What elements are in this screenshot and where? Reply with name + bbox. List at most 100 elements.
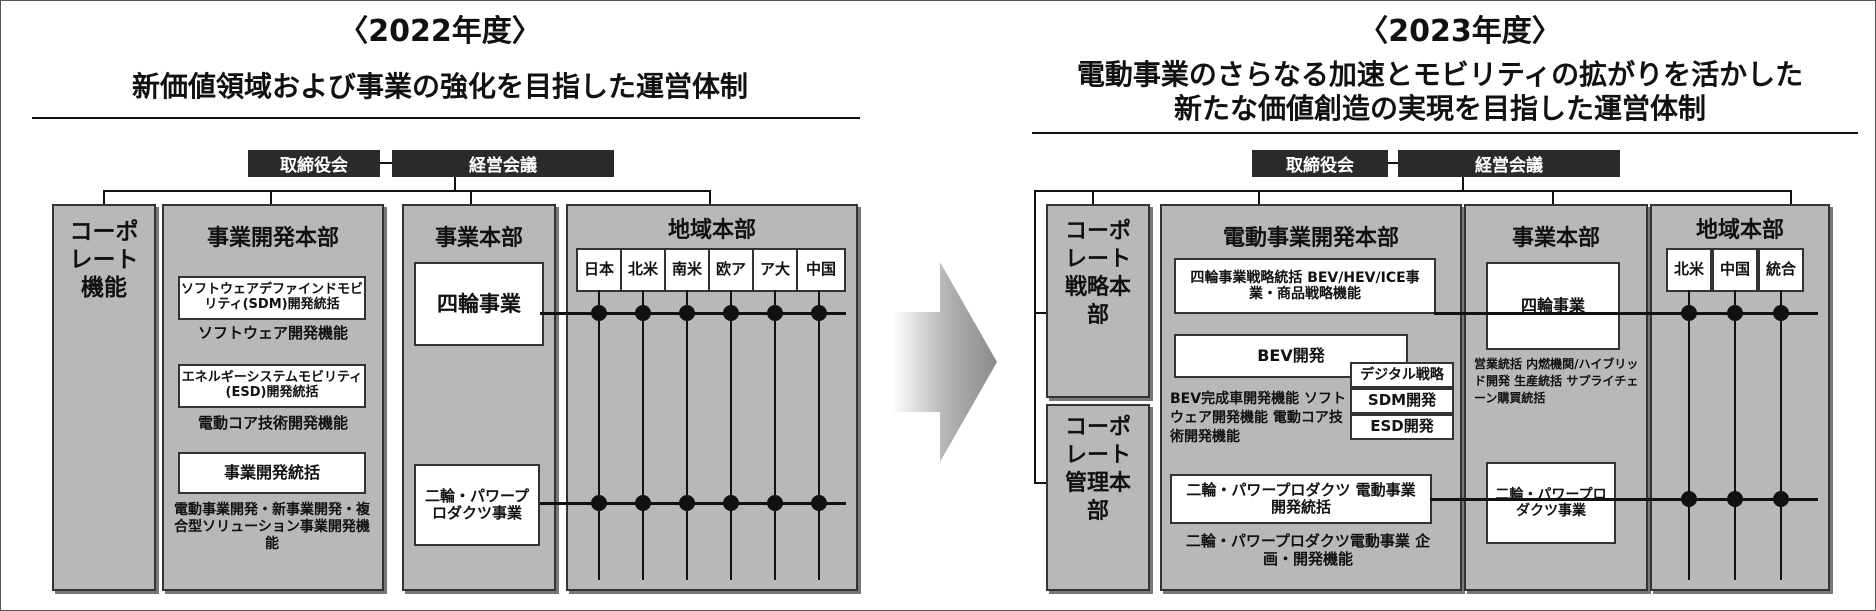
sdm-dev-box: SDM開発 xyxy=(1350,388,1454,414)
matrix-dot xyxy=(1727,491,1743,507)
bev-dev-label: BEV開発 xyxy=(1257,345,1325,365)
ev-bizdev-column: 電動事業開発本部 四輪事業戦略統括 BEV/HEV/ICE事業・商品戦略機能 B… xyxy=(1160,204,1462,591)
connector-line xyxy=(1462,177,1464,191)
matrix-dot xyxy=(679,495,695,511)
esd-dev-label: ESD開発 xyxy=(1370,417,1434,436)
matrix-dot xyxy=(767,305,783,321)
matrix-line xyxy=(730,290,732,580)
connector-line xyxy=(380,162,392,164)
right-heading-line2: 新たな価値創造の実現を目指した運営体制 xyxy=(1173,92,1706,125)
connector-line xyxy=(1034,190,1092,192)
left-business-column: 事業本部 四輪事業 二輪・パワープロダクツ事業 xyxy=(402,204,556,591)
region-japan: 日本 xyxy=(576,248,622,292)
connector-line xyxy=(1258,190,1260,204)
connector-line xyxy=(1092,190,1792,192)
business-title: 事業本部 xyxy=(434,226,523,251)
right-moto-label: 二輪・パワープロダクツ事業 xyxy=(1495,486,1607,519)
right-heading-line1: 電動事業のさらなる加速とモビリティの拡がりを活かした xyxy=(1076,58,1804,91)
sdm-box-label: ソフトウェアデファインドモビリティ(SDM)開発統括 xyxy=(180,282,363,312)
connector-line xyxy=(103,190,105,204)
moto-ev-label: 二輪・パワープロダクツ 電動事業開発統括 xyxy=(1186,480,1416,516)
matrix-line xyxy=(818,290,820,580)
region-label: 北米 xyxy=(1673,260,1704,279)
matrix-dot xyxy=(591,495,607,511)
left-bizdev-column: 事業開発本部 ソフトウェアデファインドモビリティ(SDM)開発統括 ソフトウェア… xyxy=(162,204,384,591)
connector-line xyxy=(1034,190,1036,484)
auto-business-label: 四輪事業 xyxy=(437,291,521,316)
region-title: 地域本部 xyxy=(667,218,756,243)
matrix-dot xyxy=(1773,491,1789,507)
right-business-title: 事業本部 xyxy=(1511,226,1600,251)
connector-line xyxy=(709,190,711,204)
connector-line xyxy=(270,190,272,204)
ev-strategy-label: 四輪事業戦略統括 BEV/HEV/ICE事業・商品戦略機能 xyxy=(1190,269,1420,302)
esd-box: エネルギーシステムモビリティ(ESD)開発統括 xyxy=(178,364,366,408)
region-integrated: 統合 xyxy=(1758,248,1804,292)
matrix-line xyxy=(1780,290,1782,580)
region-north-america: 北米 xyxy=(620,248,666,292)
region-label: 統合 xyxy=(1765,260,1796,279)
matrix-dot xyxy=(635,305,651,321)
connector-line xyxy=(1790,190,1792,204)
matrix-line xyxy=(1430,498,1818,501)
digital-strategy-label: デジタル戦略 xyxy=(1360,366,1444,383)
matrix-line xyxy=(598,290,600,580)
region-china: 中国 xyxy=(796,248,846,292)
matrix-dot xyxy=(1773,305,1789,321)
left-rule xyxy=(32,117,860,119)
ev-functions-text: BEV完成車開発機能 ソフトウェア開発機能 電動コア技術開発機能 xyxy=(1170,391,1346,445)
matrix-dot xyxy=(723,305,739,321)
matrix-dot xyxy=(1681,305,1697,321)
region-label: 欧ア xyxy=(715,260,746,279)
moto-business-box: 二輪・パワープロダクツ事業 xyxy=(414,464,540,546)
matrix-dot xyxy=(635,495,651,511)
connector-line xyxy=(1092,190,1094,204)
matrix-dot xyxy=(811,495,827,511)
matrix-dot xyxy=(811,305,827,321)
esd-box-label: エネルギーシステムモビリティ(ESD)開発統括 xyxy=(181,370,363,400)
matrix-line xyxy=(774,290,776,580)
region-china: 中国 xyxy=(1712,248,1758,292)
left-year-title: 〈2022年度〉 xyxy=(338,14,542,49)
moto-ev-box: 二輪・パワープロダクツ 電動事業開発統括 xyxy=(1170,474,1432,524)
matrix-line xyxy=(1434,312,1818,315)
left-exec-box: 経営会議 xyxy=(392,150,614,177)
right-moto-box: 二輪・パワープロダクツ事業 xyxy=(1486,462,1616,544)
exec-label: 経営会議 xyxy=(1475,156,1543,176)
sdm-box: ソフトウェアデファインドモビリティ(SDM)開発統括 xyxy=(178,276,366,320)
matrix-dot xyxy=(679,305,695,321)
region-label: 中国 xyxy=(1719,260,1750,279)
esd-dev-box: ESD開発 xyxy=(1350,414,1454,440)
exec-label: 経営会議 xyxy=(469,156,537,176)
matrix-line xyxy=(1688,290,1690,580)
matrix-dot xyxy=(723,495,739,511)
connector-line xyxy=(454,177,456,191)
region-label: 南米 xyxy=(671,260,702,279)
board-label: 取締役会 xyxy=(280,156,348,176)
left-board-box: 取締役会 xyxy=(248,150,380,177)
moto-ev-text: 二輪・パワープロダクツ電動事業 企画・開発機能 xyxy=(1185,532,1431,568)
right-year-title: 〈2023年度〉 xyxy=(1358,14,1562,49)
matrix-dot xyxy=(1681,491,1697,507)
matrix-line xyxy=(642,290,644,580)
matrix-dot xyxy=(767,495,783,511)
region-south-america: 南米 xyxy=(664,248,710,292)
bizdev-title: 事業開発本部 xyxy=(206,226,339,251)
matrix-dot xyxy=(1727,305,1743,321)
region-label: 北米 xyxy=(627,260,658,279)
sdm-text: ソフトウェア開発機能 xyxy=(197,324,348,342)
right-region-title: 地域本部 xyxy=(1695,218,1784,243)
left-corporate-column: コーポレート機能 xyxy=(52,204,156,591)
board-label: 取締役会 xyxy=(1286,156,1354,176)
matrix-dot xyxy=(591,305,607,321)
region-label: 日本 xyxy=(583,260,614,279)
connector-line xyxy=(1388,162,1398,164)
moto-business-label: 二輪・パワープロダクツ事業 xyxy=(424,486,530,522)
matrix-line xyxy=(1734,290,1736,580)
digital-strategy-box: デジタル戦略 xyxy=(1350,362,1454,388)
right-business-column: 事業本部 四輪事業 営業統括 内燃機関/ハイブリッド開発 生産統括 サプライチェ… xyxy=(1464,204,1648,591)
right-auto-label: 四輪事業 xyxy=(1520,295,1585,315)
left-heading: 新価値領域および事業の強化を目指した運営体制 xyxy=(131,70,748,103)
right-board-box: 取締役会 xyxy=(1252,150,1388,177)
corp-strategy-column: コーポレート戦略本部 xyxy=(1046,204,1150,398)
